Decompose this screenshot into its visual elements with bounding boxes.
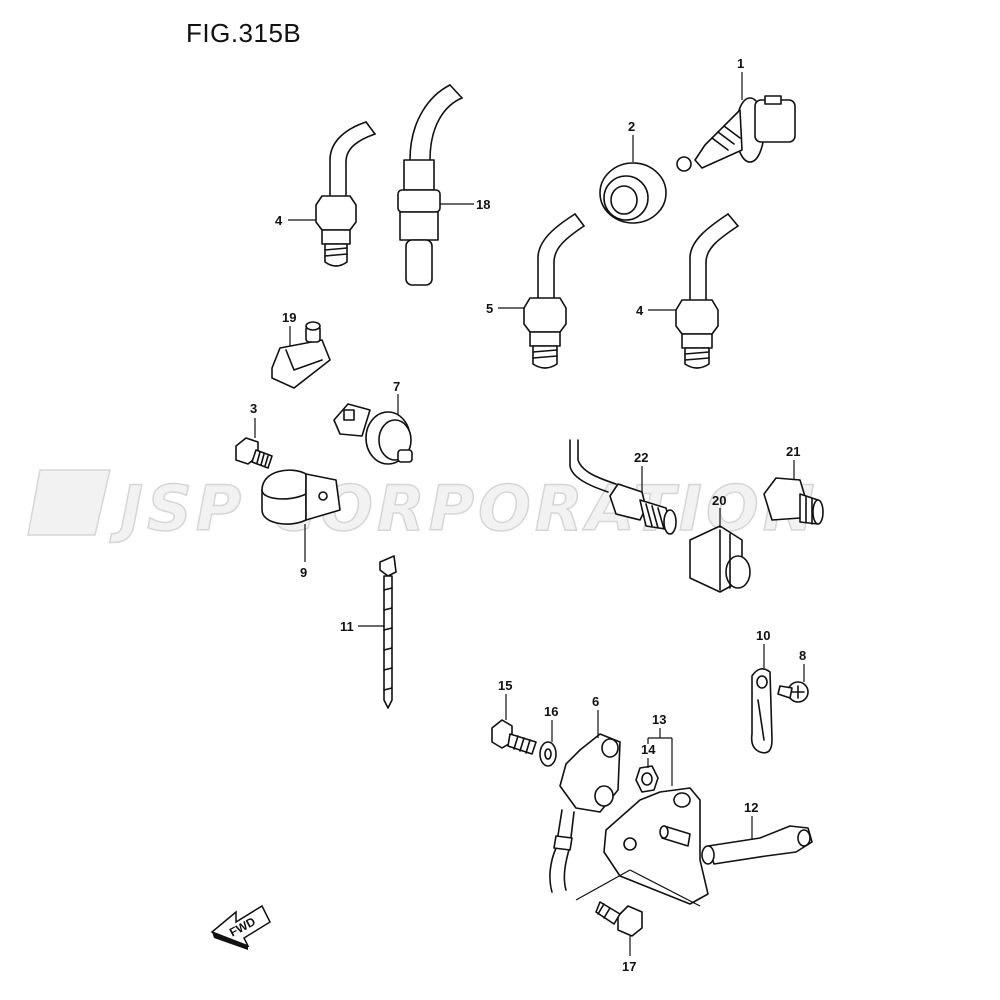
callout-5: 5 [486, 301, 524, 316]
part-3-bolt[interactable] [235, 437, 273, 469]
callout-14: 14 [641, 742, 656, 768]
callout-20: 20 [712, 493, 726, 528]
part-17-bolt[interactable] [595, 901, 643, 937]
part-21-plug[interactable] [763, 477, 824, 525]
svg-text:10: 10 [756, 628, 770, 643]
part-13-plate[interactable] [603, 787, 709, 905]
part-22-sensor[interactable] [569, 439, 677, 535]
svg-text:7: 7 [393, 379, 400, 394]
svg-text:18: 18 [476, 197, 490, 212]
part-9-clamp[interactable] [261, 469, 341, 525]
callout-9: 9 [300, 524, 307, 580]
part-4-sensor-right[interactable] [675, 213, 739, 369]
callout-19: 19 [282, 310, 296, 346]
part-14-nut[interactable] [635, 765, 659, 793]
part-6-holder[interactable] [549, 733, 621, 893]
svg-text:4: 4 [636, 303, 644, 318]
svg-text:6: 6 [592, 694, 599, 709]
svg-text:2: 2 [628, 119, 635, 134]
callout-8: 8 [799, 648, 806, 682]
part-11-cable-tie[interactable] [379, 555, 397, 709]
watermark: JSP CORPORATION [27, 469, 819, 546]
callout-15: 15 [498, 678, 512, 720]
part-5-sensor[interactable] [523, 213, 585, 369]
assembly-lines [575, 869, 701, 907]
callout-17: 17 [622, 936, 636, 974]
callout-10: 10 [756, 628, 770, 668]
svg-text:8: 8 [799, 648, 806, 663]
part-7-switch[interactable] [333, 403, 413, 465]
callout-1: 1 [737, 56, 744, 100]
callout-13: 13 [647, 712, 673, 786]
svg-text:16: 16 [544, 704, 558, 719]
part-18-sensor[interactable] [397, 84, 463, 286]
part-12-linkage[interactable] [701, 825, 813, 865]
svg-text:13: 13 [652, 712, 666, 727]
svg-text:12: 12 [744, 800, 758, 815]
svg-text:19: 19 [282, 310, 296, 325]
callout-4-right: 4 [636, 303, 676, 318]
svg-text:15: 15 [498, 678, 512, 693]
callout-21: 21 [786, 444, 800, 480]
callout-11: 11 [340, 619, 384, 634]
callout-18: 18 [440, 197, 490, 212]
svg-text:17: 17 [622, 959, 636, 974]
svg-text:11: 11 [340, 619, 354, 634]
callout-16: 16 [544, 704, 558, 742]
callout-22: 22 [634, 450, 648, 492]
svg-text:4: 4 [275, 213, 283, 228]
part-10-bracket[interactable] [750, 668, 773, 754]
svg-text:20: 20 [712, 493, 726, 508]
svg-text:22: 22 [634, 450, 648, 465]
svg-text:1: 1 [737, 56, 744, 71]
callout-6: 6 [592, 694, 599, 738]
callout-2: 2 [628, 119, 635, 162]
svg-text:3: 3 [250, 401, 257, 416]
callout-12: 12 [744, 800, 758, 840]
svg-text:14: 14 [641, 742, 656, 757]
watermark-text: JSP CORPORATION [109, 472, 819, 545]
figure-title: FIG.315B [186, 18, 302, 48]
part-8-screw[interactable] [777, 681, 809, 703]
fwd-arrow-icon: FWD [210, 904, 271, 950]
part-4-sensor-left[interactable] [315, 121, 376, 267]
callout-4-left: 4 [275, 213, 316, 228]
part-19-clip[interactable] [271, 321, 331, 389]
svg-text:9: 9 [300, 565, 307, 580]
part-1-connector-sensor[interactable] [676, 95, 796, 172]
part-2-grommet[interactable] [599, 162, 667, 224]
callout-3: 3 [250, 401, 257, 438]
part-15-bolt[interactable] [491, 719, 537, 755]
svg-text:5: 5 [486, 301, 493, 316]
svg-text:21: 21 [786, 444, 800, 459]
callout-7: 7 [393, 379, 400, 414]
part-16-washer[interactable] [539, 741, 557, 767]
